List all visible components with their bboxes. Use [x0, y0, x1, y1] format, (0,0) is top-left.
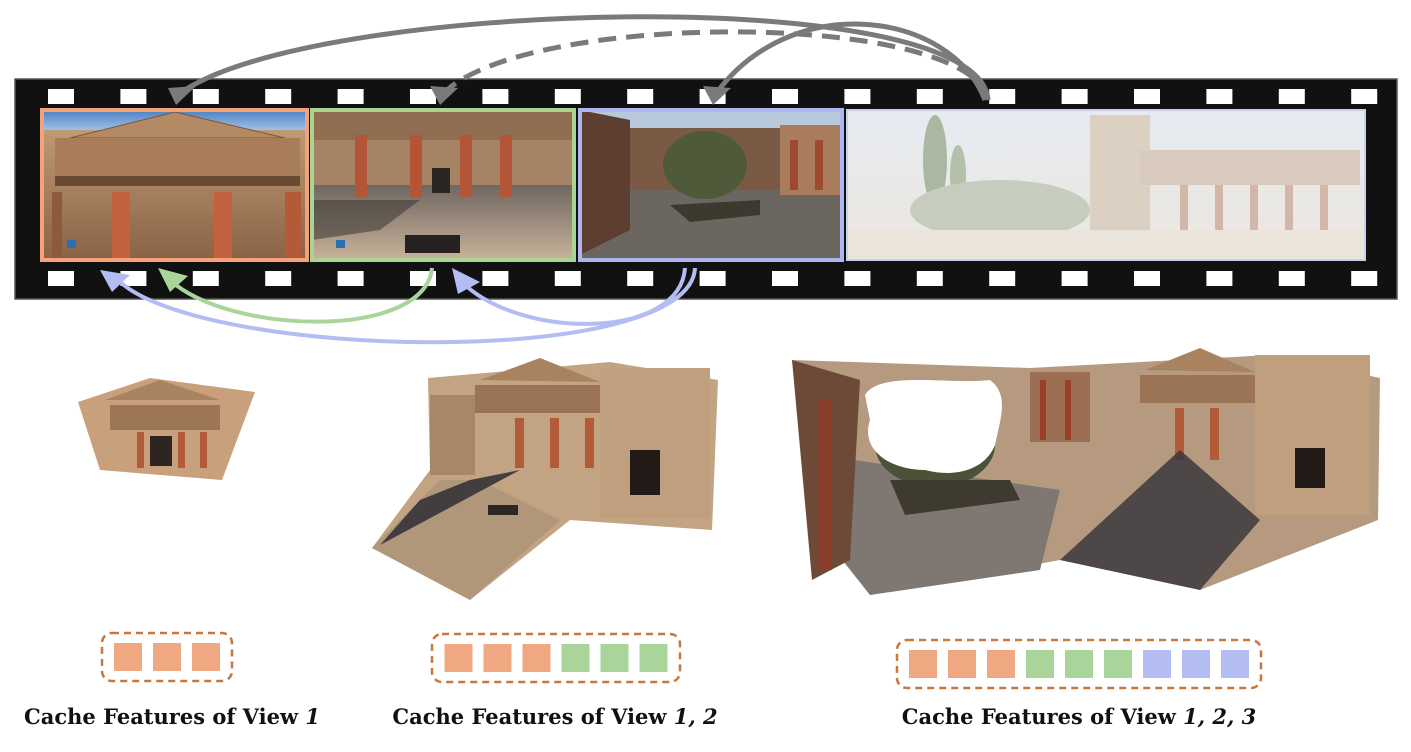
arrows-from-view-2 [168, 267, 434, 324]
caption-views: 1, 2, 3 [1183, 704, 1257, 729]
perforation [48, 271, 74, 286]
perforation [120, 89, 147, 104]
arrowhead-icon [430, 86, 458, 105]
perforation [916, 271, 943, 286]
perforation [916, 89, 943, 104]
caption-view-1-2-3: Cache Features of View 1, 2, 3 [902, 704, 1256, 729]
perforation [337, 271, 364, 286]
caption-text: Cache Features of View [24, 704, 306, 729]
arrows-from-view-3 [116, 267, 697, 345]
frame-view-2 [310, 108, 576, 262]
cache-cell-view2 [1065, 650, 1093, 678]
viewer-nav-icon [336, 240, 345, 248]
perforation [1278, 271, 1305, 286]
gray-arrowheads [168, 86, 731, 105]
perforation [1061, 89, 1088, 104]
perforation [699, 271, 726, 286]
perforation [265, 89, 292, 104]
cache-cell-view1 [153, 643, 181, 671]
perforation [482, 89, 509, 104]
arrowhead-icon [100, 270, 130, 292]
cache-cell-view1 [909, 650, 937, 678]
perforation [772, 271, 798, 286]
cache-cell-view1 [522, 644, 551, 672]
cache-cell-view2 [1026, 650, 1054, 678]
perforation [627, 89, 654, 104]
cache-cell-view2 [600, 644, 629, 672]
perforation [192, 271, 219, 286]
cache-box-3 [895, 638, 1263, 690]
reconstruction-view-1-2-3 [792, 348, 1380, 595]
perforation [1206, 271, 1233, 286]
film-perforations-top [48, 89, 1378, 104]
perforation [1134, 271, 1160, 286]
reconstruction-view-1-2 [372, 358, 718, 600]
perforation [554, 271, 581, 286]
perforation [337, 89, 364, 104]
caption-views: 1, 2 [673, 704, 718, 729]
perforation [265, 271, 292, 286]
cache-cell-view2 [639, 644, 668, 672]
arrows-from-view-4 [176, 14, 991, 101]
perforation [989, 89, 1016, 104]
perforation [1351, 271, 1378, 286]
arrowhead-icon [168, 86, 196, 105]
arrow-view4-to-view2 [440, 29, 991, 101]
arrow-view3-to-view2 [460, 267, 687, 326]
arrowhead-icon [158, 268, 188, 292]
cache-cell-view3 [1143, 650, 1171, 678]
perforation [1206, 89, 1233, 104]
caption-text: Cache Features of View [901, 704, 1184, 729]
perforation [844, 271, 871, 286]
perforation [627, 271, 654, 286]
frame-view-1 [40, 108, 309, 262]
cache-cell-view1 [987, 650, 1015, 678]
frame-view-4 [846, 109, 1366, 261]
perforation [844, 89, 871, 104]
cache-cell-view1 [948, 650, 976, 678]
perforation [989, 271, 1016, 286]
caption-view-1: Cache Features of View 1 [24, 704, 320, 729]
perforation [48, 89, 74, 104]
perforation [192, 89, 219, 104]
arrow-view4-to-view3 [712, 21, 988, 101]
arrow-view2-to-view1 [168, 267, 434, 324]
caption-views: 1 [305, 704, 320, 729]
cache-cell-view1 [444, 644, 473, 672]
frame-view-3 [578, 108, 844, 262]
caption-text: Cache Features of View [392, 704, 674, 729]
arrowhead-icon [452, 268, 480, 294]
cache-border [100, 631, 234, 683]
perforation [554, 89, 581, 104]
perforation [482, 271, 509, 286]
cache-feature-boxes [100, 631, 1263, 690]
missing-region-hole [865, 380, 1002, 473]
reconstruction-view-1 [78, 378, 255, 480]
cache-cell-view1 [483, 644, 512, 672]
cache-cell-view3 [1221, 650, 1249, 678]
caption-view-1-2: Cache Features of View 1, 2 [392, 704, 717, 729]
perforation [772, 89, 798, 104]
arrowhead-icon [703, 86, 731, 105]
perforation [1061, 271, 1088, 286]
cache-box-1 [100, 631, 234, 683]
cache-cell-view2 [561, 644, 590, 672]
cache-cell-view2 [1104, 650, 1132, 678]
cache-cell-view1 [114, 643, 142, 671]
perforation [410, 89, 436, 104]
perforation [1278, 89, 1305, 104]
perforation [1351, 89, 1378, 104]
cache-border [895, 638, 1263, 690]
viewer-nav-icon [67, 240, 76, 248]
cache-box-2 [430, 632, 682, 684]
cache-cell-view1 [192, 643, 220, 671]
film-perforations-bottom [48, 271, 1378, 286]
cache-cell-view3 [1182, 650, 1210, 678]
cache-border [430, 632, 682, 684]
arrow-view4-to-view1 [176, 14, 991, 101]
perforation [1134, 89, 1160, 104]
